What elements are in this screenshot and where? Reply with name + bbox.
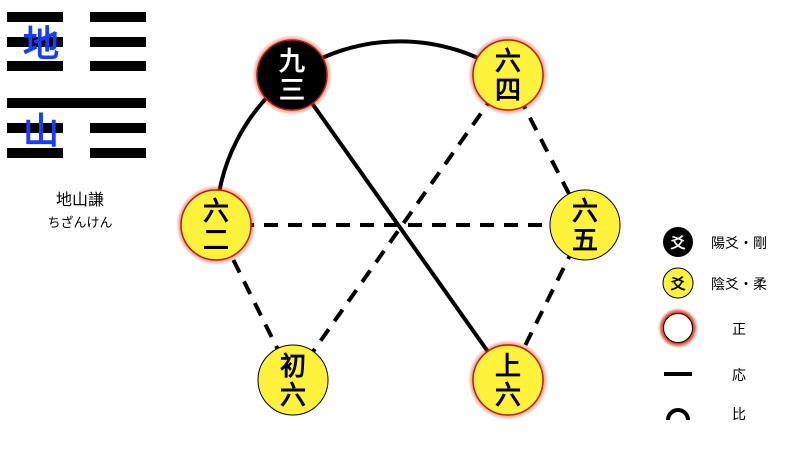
yao-label-top: 六 [203,197,229,227]
legend-yin-symbol: 爻 [669,275,686,293]
hexagram-line-yin-right [90,61,146,71]
yao-label-top: 九 [278,47,305,77]
relation-n3-n6-ying [290,73,510,382]
yao-label-bottom: 四 [495,76,521,106]
yao-node-n1: 初六 [257,344,329,416]
hexagram-line-yang [7,98,146,108]
legend-bi-label: 比 [732,407,746,423]
hexagram-line-yin-left [7,37,63,47]
yao-node-n4: 六四 [468,35,548,115]
hexagram-line-yin-left [7,12,63,22]
hexagram-line-yin-right [90,123,146,133]
yao-label-top: 上 [495,352,521,382]
legend-yang-symbol: 爻 [669,234,686,252]
hexagram-line-yin-left [7,61,63,71]
yao-node-n6: 上六 [468,340,548,420]
legend: 爻 陽爻・剛 爻 陰爻・柔 正 応 比 [658,227,767,423]
yao-node-n2: 六二 [176,185,256,265]
yin-circle [257,344,329,416]
hexagram-lines [7,12,146,158]
yin-circle [472,39,544,111]
hexagram-line-yin-left [7,148,63,158]
hexagram-name: 地山謙 [55,190,104,209]
yang-circle [256,39,328,111]
legend-bi-arc [666,408,690,421]
hexagram-upper-char: 地 [23,24,59,65]
hexagram-lower-char: 山 [23,111,59,152]
yao-label-top: 六 [572,197,598,227]
yin-circle [180,189,252,261]
hexagram-line-yin-left [7,123,63,133]
legend-yin-label: 陰爻・柔 [711,277,767,293]
legend-yin-swatch [662,267,694,299]
yao-label-bottom: 六 [280,381,306,411]
legend-yang-swatch [663,227,693,257]
legend-correct-swatch [663,313,693,343]
yin-circle [549,189,621,261]
yao-node-n3: 九三 [252,35,332,115]
hexagram-line-yin-right [90,37,146,47]
legend-correct-label: 正 [732,322,746,338]
yao-label-top: 初 [280,352,306,382]
legend-ying-label: 応 [732,368,746,384]
yao-label-bottom: 五 [572,226,598,256]
yao-label-bottom: 六 [495,381,521,411]
hexagram-reading: ちざんけん [47,216,113,231]
yao-label-top: 六 [495,47,521,77]
legend-yang-label: 陽爻・剛 [711,236,767,252]
yao-label-bottom: 二 [203,226,229,256]
hexagram-line-yin-right [90,12,146,22]
hexagram-line-yin-right [90,148,146,158]
yao-label-bottom: 三 [279,76,305,106]
yao-node-n5: 六五 [549,189,621,261]
yin-circle [472,344,544,416]
